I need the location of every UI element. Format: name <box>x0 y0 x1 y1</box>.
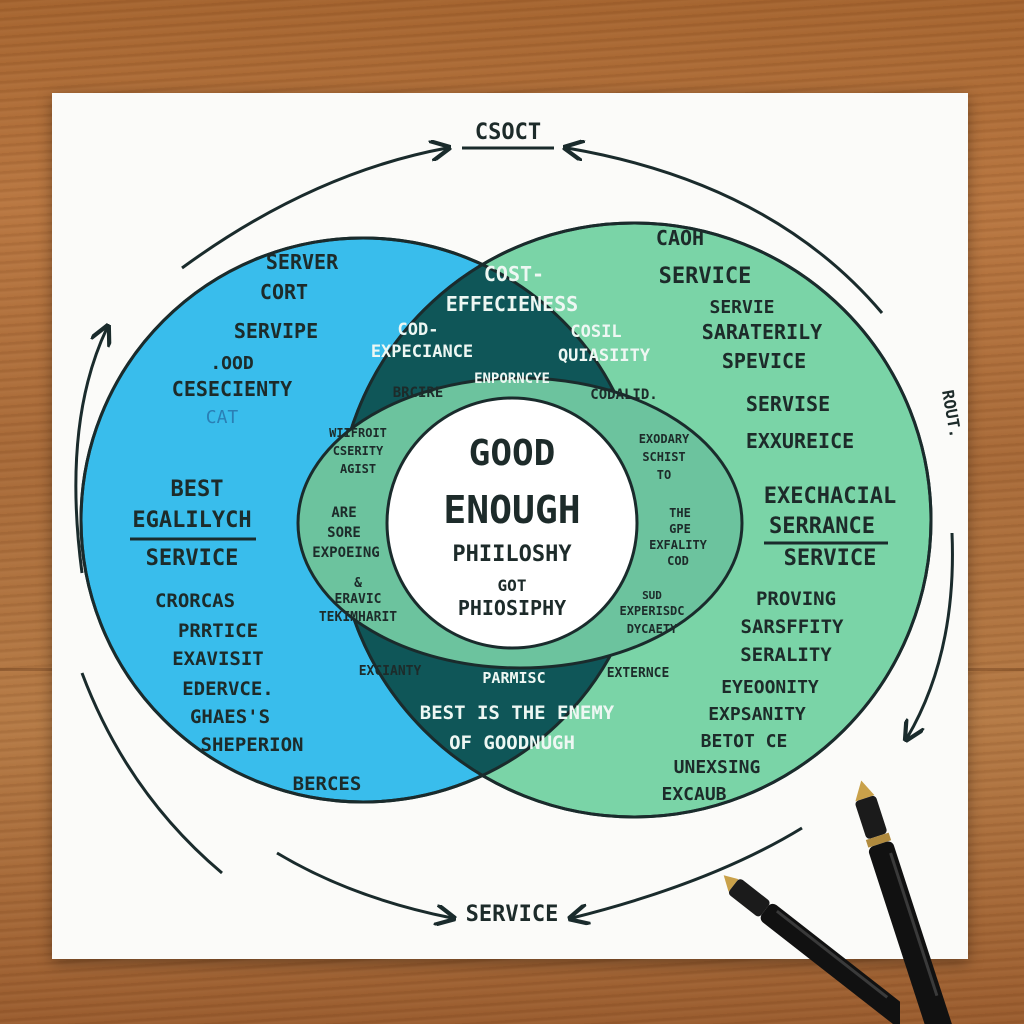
label-right-margin: ROUT. <box>938 388 965 439</box>
left-item: EGALILYCH <box>132 508 251 533</box>
arrow-left-up <box>74 328 107 574</box>
ring-item: EXPOEING <box>312 545 379 561</box>
ring-item: TO <box>657 468 671 482</box>
right-item: SARATERILY <box>702 320 822 344</box>
right-item: EXXUREICE <box>746 429 854 453</box>
left-item: CAT <box>206 407 239 428</box>
right-item: SERALITY <box>740 644 832 666</box>
overlap-item: EXPECIANCE <box>371 342 473 362</box>
left-item: BERCES <box>293 773 362 795</box>
center-title: GOOD <box>469 433 556 474</box>
ring-item: AGIST <box>340 462 376 476</box>
left-item: CRORCAS <box>155 590 235 612</box>
ring-item: EXCIANTY <box>359 664 422 679</box>
overlap-item: QUIASIITY <box>558 346 651 366</box>
pen-right <box>855 780 953 1024</box>
right-item: CAOH <box>656 226 704 250</box>
right-item: SPEVICE <box>722 349 806 373</box>
ring-item: TEKIMHARIT <box>319 610 397 625</box>
arrow-bottom-left <box>276 851 452 918</box>
pen-left <box>723 875 900 1024</box>
arrow-bottom-right <box>572 826 803 918</box>
paper-sheet: CSOCT SERVICE ROUT. SERVER CORT SERVIPE … <box>52 93 968 959</box>
right-item: UNEXSING <box>674 757 761 778</box>
left-item: PRRTICE <box>178 620 258 642</box>
center-subtitle: PHIILOSHY <box>452 542 572 567</box>
right-item: SERRANCE <box>769 514 875 539</box>
left-item: SERVIPE <box>234 319 318 343</box>
ring-item: CODALID. <box>590 387 657 403</box>
left-item: CORT <box>260 280 308 304</box>
ring-item: GPE <box>669 522 691 536</box>
left-item: EXAVISIT <box>172 648 264 670</box>
left-item: SHEPERION <box>201 734 304 756</box>
overlap-motto: OF GOODNUGH <box>449 732 575 754</box>
ring-item: COD <box>667 554 689 568</box>
ring-item: & <box>354 576 362 591</box>
right-item: SERVICE <box>784 546 877 571</box>
label-top: CSOCT <box>475 120 541 145</box>
right-item: EXECHACIAL <box>764 484 896 509</box>
ring-item: EXPERISDC <box>619 604 684 618</box>
label-bottom: SERVICE <box>466 902 559 927</box>
ring-item: PARMISC <box>482 669 545 687</box>
arrow-top-left <box>181 148 447 270</box>
left-item: .OOD <box>210 353 254 374</box>
center-subtitle: PHIOSIPHY <box>458 596 566 620</box>
right-item: SERVIE <box>709 297 774 318</box>
ring-item: EXODARY <box>639 432 690 446</box>
ring-item: WIIFROIT <box>329 426 387 440</box>
left-item: GHAES'S <box>190 706 270 728</box>
overlap-item: COD- <box>398 320 439 340</box>
ring-item: THE <box>669 506 691 520</box>
center-title: ENOUGH <box>443 488 580 532</box>
ring-item: EXFALITY <box>649 538 708 552</box>
overlap-item: COSIL <box>570 322 621 342</box>
ring-item: BRCIRE <box>393 385 444 401</box>
right-item: SERVICE <box>659 264 752 289</box>
left-item: SERVICE <box>146 546 239 571</box>
overlap-item: EFFECIENESS <box>446 292 578 316</box>
arrow-top-right <box>567 148 884 314</box>
center-subtitle: GOT <box>498 576 527 595</box>
ring-item: DYCAETY <box>627 622 678 636</box>
ring-item: CSERITY <box>333 444 384 458</box>
right-item: EYEOONITY <box>721 677 819 698</box>
arrow-left-down <box>80 672 223 875</box>
left-item: BEST <box>171 477 224 502</box>
right-item: EXPSANITY <box>708 704 806 725</box>
ring-item: ERAVIC <box>335 592 382 607</box>
overlap-item: COST- <box>484 262 544 286</box>
arrow-right-down <box>907 532 954 738</box>
ring-item: SCHIST <box>642 450 685 464</box>
left-item: SERVER <box>266 250 339 274</box>
right-item: SERVISE <box>746 392 830 416</box>
right-item: SARSFFITY <box>741 616 845 638</box>
left-item: CESECIENTY <box>172 377 292 401</box>
overlap-motto: BEST IS THE ENEMY <box>420 702 615 724</box>
right-item: BETOT CE <box>701 731 788 752</box>
ring-item: EXTERNCE <box>607 666 670 681</box>
ring-item: SORE <box>327 525 361 541</box>
left-item: EDERVCE. <box>182 678 274 700</box>
venn-diagram: CSOCT SERVICE ROUT. SERVER CORT SERVIPE … <box>74 120 965 959</box>
ring-item: ARE <box>331 505 356 521</box>
center-circle <box>385 396 639 650</box>
right-item: EXCAUB <box>661 784 726 805</box>
ring-item: SUD <box>642 589 662 602</box>
overlap-item: ENPORNCYE <box>474 371 550 387</box>
right-item: PROVING <box>756 588 836 610</box>
